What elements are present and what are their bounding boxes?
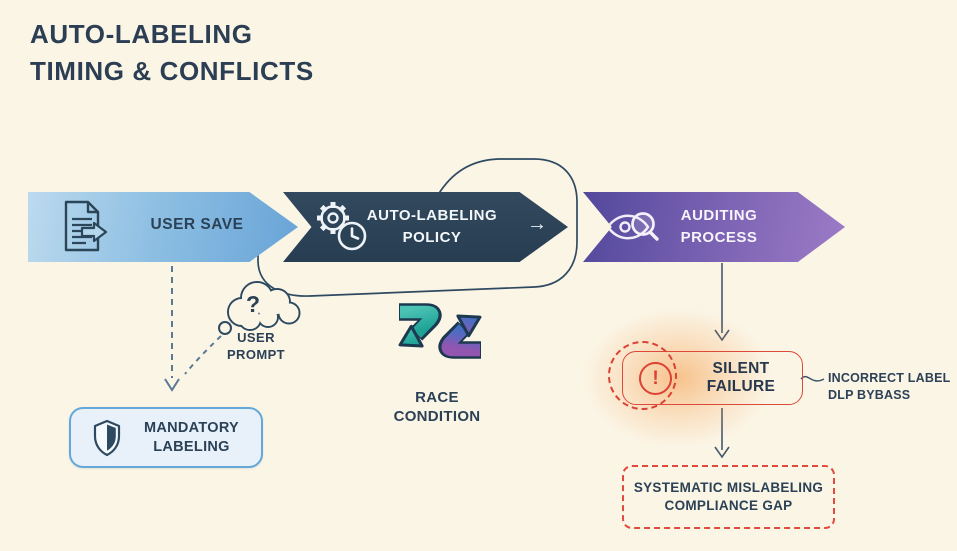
- page-title: AUTO-LABELING TIMING & CONFLICTS: [30, 16, 314, 90]
- flow-step-label: USER SAVE: [150, 216, 244, 233]
- question-mark: ?: [245, 291, 261, 317]
- document-save-icon: [64, 200, 108, 252]
- flow-step-user-save: USER SAVE: [28, 192, 298, 262]
- flow-step-auto-labeling-policy: AUTO-LABELING POLICY →: [283, 192, 568, 262]
- flow-step-label: AUDITING PROCESS: [659, 205, 779, 249]
- gear-clock-icon: [317, 202, 367, 251]
- shuffle-arrows-icon: [398, 303, 482, 359]
- dashed-curve-user-prompt: [184, 335, 222, 375]
- eye-magnifier-icon: [606, 212, 659, 241]
- thought-bubble-icon: [218, 281, 301, 335]
- race-condition-label: RACE CONDITION: [377, 388, 497, 426]
- silent-failure-label: SILENT FAILURE: [706, 360, 776, 395]
- dashed-arrowhead: [164, 378, 180, 392]
- user-prompt-line2: PROMPT: [226, 347, 285, 362]
- alert-dashed-circle: [608, 341, 677, 410]
- flow-step-label-line2: PROCESS: [680, 229, 758, 246]
- race-condition-line2: CONDITION: [393, 408, 481, 425]
- failure-annotation: INCORRECT LABEL DLP BYBASS: [828, 370, 957, 404]
- systematic-mislabeling-box: SYSTEMATIC MISLABELING COMPLIANCE GAP: [622, 465, 835, 529]
- flow-step-auditing-process: AUDITING PROCESS: [583, 192, 845, 262]
- mandatory-line2: LABELING: [153, 438, 230, 455]
- thought-bubble-dot: [218, 321, 232, 335]
- mandatory-line1: MANDATORY: [143, 419, 240, 436]
- user-prompt-line1: USER: [237, 330, 275, 345]
- flow-step-label-line2: POLICY: [402, 229, 462, 246]
- annotation-line1: INCORRECT LABEL: [828, 371, 951, 385]
- mandatory-labeling-label: MANDATORY LABELING: [136, 419, 261, 457]
- race-condition-line1: RACE: [415, 389, 459, 406]
- title-line-1: AUTO-LABELING: [30, 19, 253, 49]
- mandatory-labeling-box: MANDATORY LABELING: [69, 407, 263, 468]
- annotation-line2: DLP BYBASS: [828, 388, 911, 402]
- forward-arrow-icon: →: [527, 213, 547, 235]
- systematic-line1: SYSTEMATIC MISLABELING: [633, 480, 824, 495]
- title-line-2: TIMING & CONFLICTS: [30, 55, 314, 86]
- flow-step-label-line1: AUDITING: [680, 207, 758, 224]
- flow-step-label: AUTO-LABELING POLICY: [362, 205, 502, 249]
- shield-icon: [93, 419, 121, 456]
- flow-step-label-line1: AUTO-LABELING: [366, 207, 498, 224]
- systematic-line2: COMPLIANCE GAP: [664, 498, 793, 513]
- user-prompt-label: USER PROMPT: [208, 329, 304, 363]
- arrowhead-2: [714, 446, 730, 459]
- squiggle-connector: [800, 375, 825, 382]
